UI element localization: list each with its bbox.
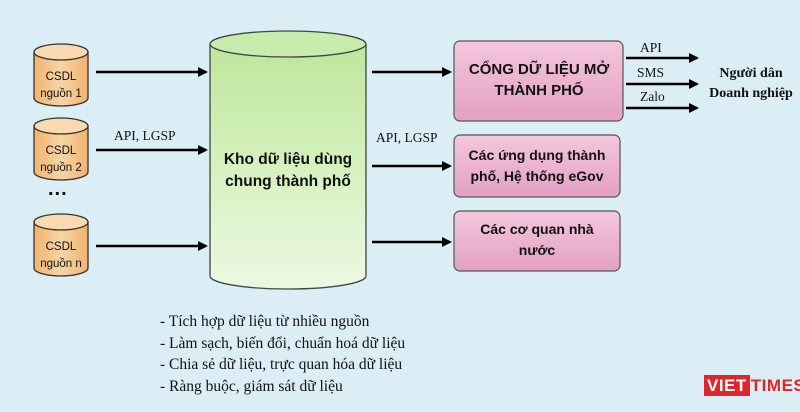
source-2-label: CSDL nguồn 2 xyxy=(33,143,89,177)
recipients-businesses: Doanh nghiệp xyxy=(709,86,793,101)
function-notes: - Tích hợp dữ liệu từ nhiều nguồn - Làm … xyxy=(160,311,405,397)
warehouse-label: Kho dữ liệu dùng chung thành phố xyxy=(223,151,353,190)
note-item: - Tích hợp dữ liệu từ nhiều nguồn xyxy=(160,313,370,330)
sms-edge-label: SMS xyxy=(637,65,665,80)
input-edge-label: API, LGSP xyxy=(114,128,176,143)
source-n-title: CSDL xyxy=(45,241,77,253)
source-n-label: CSDL nguồn n xyxy=(33,239,89,273)
sources-ellipsis: ... xyxy=(48,178,68,200)
recipients-citizens: Người dân xyxy=(719,66,783,81)
warehouse-cylinder xyxy=(209,30,367,290)
source-cylinder-n xyxy=(33,213,89,277)
recipients-label: Người dân Doanh nghiệp xyxy=(706,64,796,104)
source-1-label: CSDL nguồn 1 xyxy=(33,69,89,103)
source-n-name: nguồn n xyxy=(40,258,82,270)
source-cylinder-2 xyxy=(33,117,89,181)
source-cylinder-1 xyxy=(33,43,89,107)
source-1-title: CSDL xyxy=(45,71,77,83)
apps-egov-label: Các ứng dụng thành phố, Hệ thống eGov xyxy=(468,147,606,184)
agencies-box xyxy=(453,210,621,272)
logo-part-times: TIMES xyxy=(750,376,800,395)
apps-egov-box xyxy=(453,134,621,198)
note-item: - Ràng buộc, giám sát dữ liệu xyxy=(160,377,343,395)
note-item: - Làm sạch, biến đổi, chuẩn hoá dữ liệu xyxy=(160,334,406,352)
open-data-portal-label: CỔNG DỮ LIỆU MỞ THÀNH PHỐ xyxy=(468,61,610,99)
api-edge-label: API xyxy=(640,40,662,55)
note-item: - Chia sẻ dữ liệu, trực quan hóa dữ liệu xyxy=(160,356,403,373)
open-data-portal-box xyxy=(453,40,624,122)
agencies-label: Các cơ quan nhà nước xyxy=(480,221,594,258)
source-1-name: nguồn 1 xyxy=(40,88,82,100)
source-2-title: CSDL xyxy=(45,145,77,157)
logo-part-viet: VIET xyxy=(704,375,750,396)
source-2-name: nguồn 2 xyxy=(40,162,82,174)
zalo-edge-label: Zalo xyxy=(640,89,665,104)
output-edge-label: API, LGSP xyxy=(376,130,438,145)
